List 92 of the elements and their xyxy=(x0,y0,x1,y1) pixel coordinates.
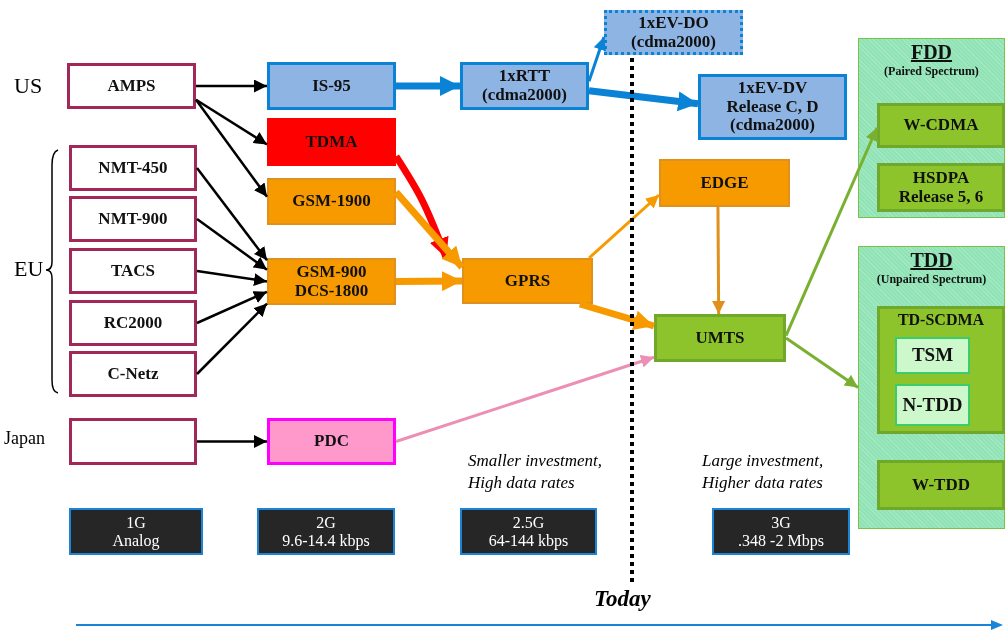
box-label: TSM xyxy=(911,345,954,366)
system-box xyxy=(460,62,589,110)
arrow xyxy=(785,336,859,389)
system-box xyxy=(877,460,1005,510)
arrow xyxy=(395,271,463,292)
today-label: Today xyxy=(594,586,651,612)
arrow xyxy=(784,127,879,337)
box-label: RC2000 xyxy=(103,313,163,333)
system-box xyxy=(895,384,970,426)
box-label: GPRS xyxy=(504,271,551,291)
box-label: 1xEV-DO (cdma2000) xyxy=(630,13,717,52)
system-box xyxy=(267,418,396,465)
arrow xyxy=(578,300,655,330)
system-box xyxy=(69,196,197,242)
box-label: AMPS xyxy=(107,76,156,96)
generation-box xyxy=(257,508,395,555)
system-box xyxy=(895,337,970,374)
box-label: W-TDD xyxy=(912,475,970,495)
arrow xyxy=(393,189,465,270)
box-label: TDMA xyxy=(305,132,358,152)
box-label: GSM-1900 xyxy=(292,192,371,211)
box-label: IS-95 xyxy=(312,76,351,96)
system-box xyxy=(69,351,197,397)
group-subheading: (Paired Spectrum) xyxy=(884,65,979,79)
arrow xyxy=(395,355,655,443)
system-box xyxy=(267,178,396,225)
system-box xyxy=(267,62,396,110)
box-label: TACS xyxy=(110,261,156,281)
system-box xyxy=(69,418,197,465)
note: Smaller investment, High data rates xyxy=(468,450,604,495)
group-box xyxy=(877,306,1005,434)
system-box xyxy=(877,103,1005,148)
arrow xyxy=(195,98,268,146)
group-panel xyxy=(858,246,1005,529)
box-label: PDC xyxy=(314,432,349,451)
arrow xyxy=(588,193,660,260)
generation-label: 3G xyxy=(771,513,791,532)
generation-label: 2G xyxy=(316,513,336,532)
generation-label: 1G xyxy=(126,513,146,532)
arrow xyxy=(196,79,267,93)
generation-box xyxy=(712,508,850,555)
arrow xyxy=(196,218,268,271)
generation-box xyxy=(69,508,203,555)
system-box xyxy=(67,63,196,109)
group-heading: TDD xyxy=(910,249,953,271)
arrow xyxy=(195,99,268,198)
arrow xyxy=(393,154,450,260)
system-box xyxy=(267,118,396,166)
generation-label: 2.5G xyxy=(512,513,545,532)
group-panel xyxy=(858,38,1005,218)
group-subheading: (Unpaired Spectrum) xyxy=(876,273,987,287)
group-heading: FDD xyxy=(910,41,953,63)
arrow xyxy=(196,302,268,375)
box-label: GSM-900 DCS-1800 xyxy=(293,262,370,301)
box-label: N-TDD xyxy=(902,394,963,416)
data-rate: .348 -2 Mbps xyxy=(738,531,824,550)
box-label: 1xRTT (cdma2000) xyxy=(481,67,568,105)
region-label: US xyxy=(14,73,43,99)
box-label: W-CDMA xyxy=(903,116,979,135)
data-rate: 9.6-14.4 kbps xyxy=(282,531,370,550)
data-rate: 64-144 kbps xyxy=(488,531,569,550)
note: Large investment, Higher data rates xyxy=(702,450,825,495)
system-box xyxy=(604,10,743,55)
box-label: C-Netz xyxy=(107,364,159,384)
box-label: NMT-900 xyxy=(98,209,168,229)
arrow xyxy=(587,36,606,82)
generation-box xyxy=(460,508,597,555)
box-label: HSDPA Release 5, 6 xyxy=(897,168,985,207)
arrow xyxy=(196,167,268,262)
system-box xyxy=(877,163,1005,212)
data-rate: Analog xyxy=(112,531,160,550)
region-label: Japan xyxy=(4,428,45,449)
box-label: NMT-450 xyxy=(98,158,168,178)
system-box xyxy=(69,145,197,191)
system-box xyxy=(659,159,790,207)
system-box xyxy=(69,248,197,294)
system-box xyxy=(654,314,786,362)
system-box xyxy=(462,258,593,304)
box-label: 1xEV-DV Release C, D (cdma2000) xyxy=(725,78,820,136)
system-box xyxy=(698,74,847,140)
box-label: EDGE xyxy=(700,173,749,193)
box-label: TD-SCDMA xyxy=(897,311,985,329)
region-label: EU xyxy=(14,256,44,282)
arrow xyxy=(196,290,268,325)
arrow xyxy=(196,269,268,286)
box-label: UMTS xyxy=(695,328,745,348)
system-box xyxy=(69,300,197,346)
arrow xyxy=(197,435,267,448)
system-box xyxy=(267,258,396,305)
arrow xyxy=(588,87,699,112)
arrow xyxy=(712,207,726,314)
arrow xyxy=(396,76,460,96)
